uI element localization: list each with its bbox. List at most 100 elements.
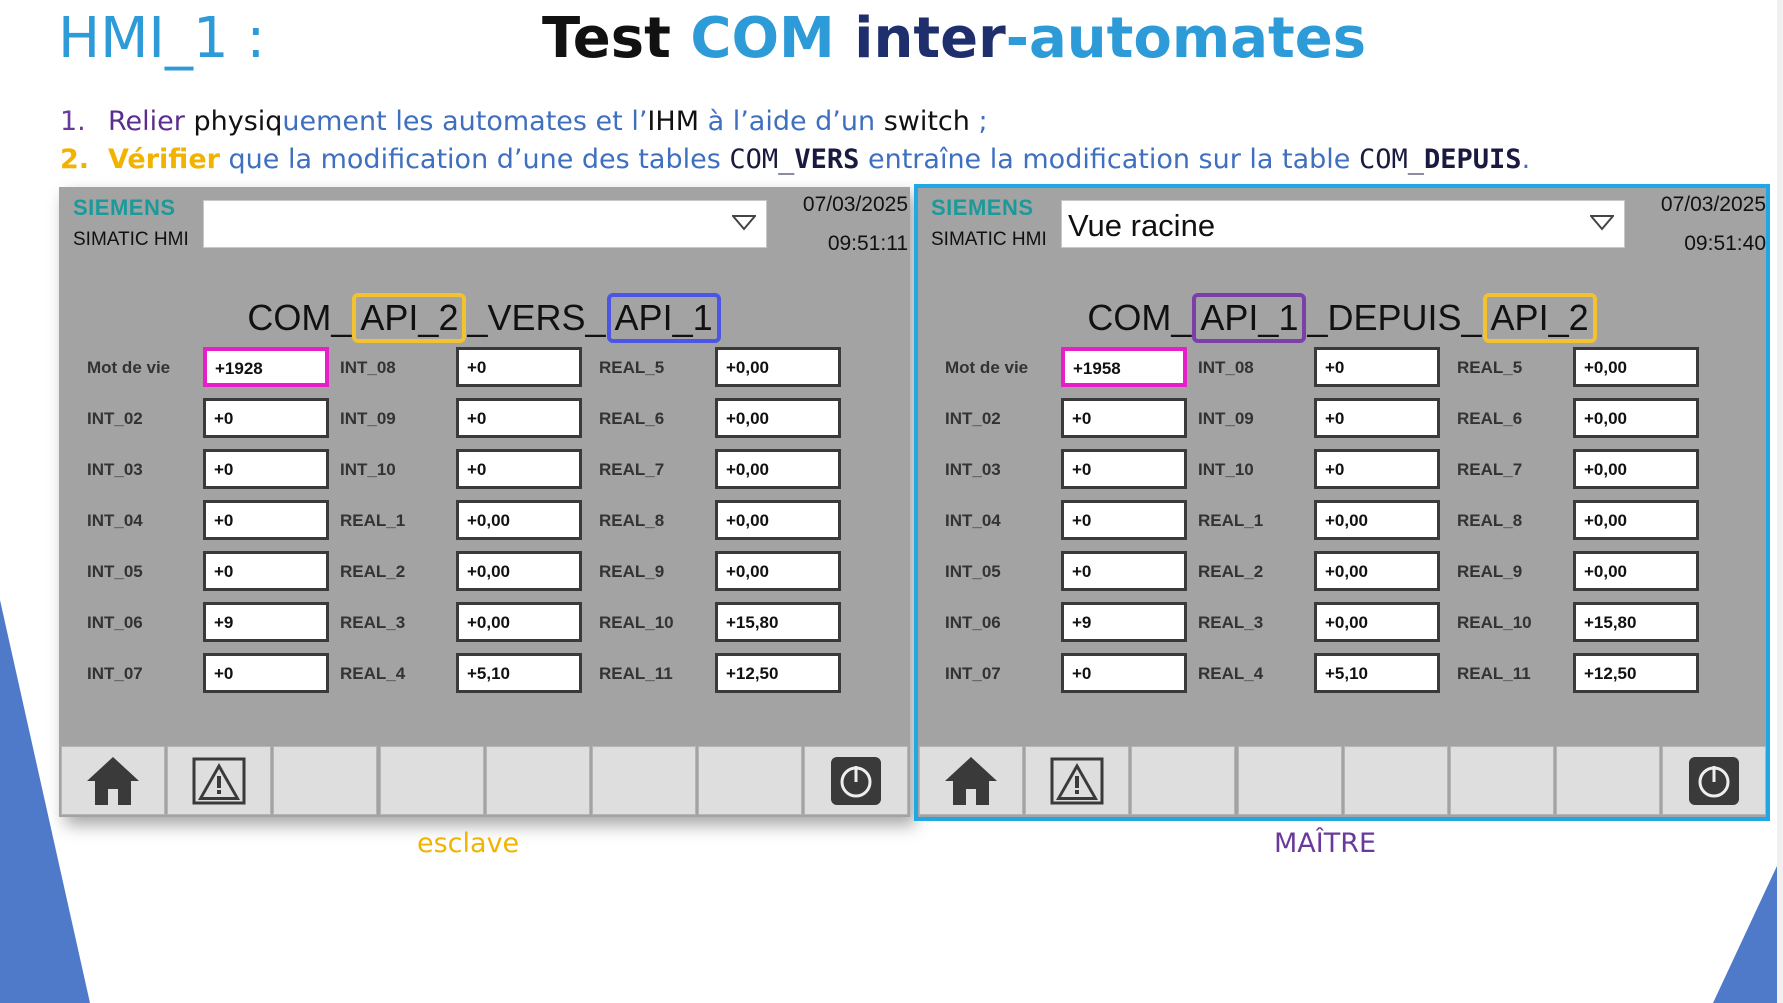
- io-field[interactable]: +0,00: [1314, 602, 1440, 642]
- chevron-down-icon: [732, 215, 756, 231]
- life-word-field[interactable]: +1928: [203, 347, 329, 387]
- io-field[interactable]: +0,00: [456, 551, 582, 591]
- function-key-empty[interactable]: [273, 746, 378, 815]
- io-field[interactable]: +0: [203, 653, 329, 693]
- title-part-com: COM: [690, 6, 835, 71]
- io-field[interactable]: +0: [1061, 500, 1187, 540]
- field-label: INT_03: [945, 460, 1001, 479]
- step-text: .: [1521, 144, 1531, 175]
- step-text: uement les automates et l’: [282, 106, 648, 137]
- io-field[interactable]: +0: [456, 449, 582, 489]
- step-text: COM_: [1359, 144, 1425, 175]
- io-field[interactable]: +0,00: [1573, 500, 1699, 540]
- screen-title: COM_API_1_DEPUIS_API_2: [917, 293, 1768, 343]
- alarm-warning-button[interactable]: [167, 746, 272, 815]
- field-label: REAL_5: [1457, 358, 1523, 377]
- power-button[interactable]: [804, 746, 909, 815]
- io-field[interactable]: +0: [203, 398, 329, 438]
- field-label: INT_08: [1198, 358, 1254, 377]
- title-part-test: Test: [542, 6, 691, 71]
- field-label: INT_06: [87, 613, 143, 632]
- io-field[interactable]: +15,80: [715, 602, 841, 642]
- field-label: INT_05: [945, 562, 1001, 581]
- function-key-empty[interactable]: [1556, 746, 1661, 815]
- io-field[interactable]: +0: [456, 347, 582, 387]
- io-field[interactable]: +0: [1061, 398, 1187, 438]
- io-field[interactable]: +0: [1061, 653, 1187, 693]
- io-field[interactable]: +0: [1314, 449, 1440, 489]
- field-label: REAL_9: [599, 562, 665, 581]
- io-field[interactable]: +0,00: [456, 602, 582, 642]
- io-field[interactable]: +9: [1061, 602, 1187, 642]
- step-text: switch: [883, 106, 970, 137]
- io-field[interactable]: +0: [1314, 347, 1440, 387]
- step-2: 2.Vérifier que la modification d’une des…: [60, 144, 1530, 182]
- step-text: DEPUIS: [1424, 144, 1522, 175]
- step-text: que la modification d’une des tables: [219, 144, 730, 175]
- io-field[interactable]: +0,00: [715, 500, 841, 540]
- io-field[interactable]: +0,00: [1573, 551, 1699, 591]
- io-field[interactable]: +5,10: [1314, 653, 1440, 693]
- alarm-warning-icon: [1050, 757, 1104, 804]
- function-key-bar: [59, 744, 910, 817]
- field-label: INT_04: [87, 511, 143, 530]
- io-field[interactable]: +9: [203, 602, 329, 642]
- io-field[interactable]: +0,00: [456, 500, 582, 540]
- life-word-field[interactable]: +1958: [1061, 347, 1187, 387]
- io-field[interactable]: +0,00: [715, 551, 841, 591]
- io-field[interactable]: +0: [203, 500, 329, 540]
- field-label: REAL_11: [599, 664, 673, 683]
- function-key-empty[interactable]: [1343, 746, 1448, 815]
- io-field[interactable]: +0: [203, 551, 329, 591]
- function-key-empty[interactable]: [1237, 746, 1342, 815]
- io-field[interactable]: +0,00: [715, 347, 841, 387]
- io-field[interactable]: +0: [203, 449, 329, 489]
- power-button[interactable]: [1662, 746, 1767, 815]
- hmi-label: HMI_1 :: [58, 6, 266, 71]
- field-label: REAL_2: [1198, 562, 1264, 581]
- io-field[interactable]: +0,00: [1314, 500, 1440, 540]
- home-button[interactable]: [61, 746, 165, 815]
- siemens-logo: SIEMENS: [931, 195, 1034, 220]
- io-field[interactable]: +0,00: [1314, 551, 1440, 591]
- home-button[interactable]: [919, 746, 1023, 815]
- chevron-down-icon: [1590, 215, 1614, 231]
- step-text: IHM: [647, 106, 699, 137]
- screen-select-dropdown[interactable]: Vue racine: [1061, 200, 1625, 248]
- home-icon: [945, 756, 997, 805]
- io-field[interactable]: +0,00: [1573, 449, 1699, 489]
- io-field[interactable]: +0: [1061, 449, 1187, 489]
- title-target-api: API_2: [1482, 293, 1597, 343]
- io-field[interactable]: +5,10: [456, 653, 582, 693]
- function-key-empty[interactable]: [592, 746, 696, 815]
- io-field[interactable]: +0: [456, 398, 582, 438]
- io-field[interactable]: +12,50: [715, 653, 841, 693]
- screen-title: COM_API_2_VERS_API_1: [59, 293, 910, 343]
- io-field[interactable]: +0: [1061, 551, 1187, 591]
- field-label: REAL_8: [1457, 511, 1523, 530]
- step-text: Vérifier: [108, 144, 220, 175]
- io-field[interactable]: +0,00: [715, 398, 841, 438]
- io-field[interactable]: +0,00: [1573, 347, 1699, 387]
- instruction-list: 1.Relier physiquement les automates et l…: [60, 106, 1530, 182]
- io-field[interactable]: +15,80: [1573, 602, 1699, 642]
- field-label: REAL_7: [1457, 460, 1523, 479]
- slave-caption: esclave: [417, 828, 520, 859]
- function-key-empty[interactable]: [1450, 746, 1554, 815]
- title-part-inter: inter: [834, 6, 1006, 71]
- function-key-empty[interactable]: [379, 746, 484, 815]
- master-caption: MAÎTRE: [1274, 828, 1377, 859]
- io-field[interactable]: +12,50: [1573, 653, 1699, 693]
- field-label: REAL_4: [1198, 664, 1264, 683]
- alarm-warning-button[interactable]: [1025, 746, 1130, 815]
- function-key-empty[interactable]: [698, 746, 803, 815]
- screen-select-dropdown[interactable]: [203, 200, 767, 248]
- io-field[interactable]: +0,00: [1573, 398, 1699, 438]
- io-field[interactable]: +0: [1314, 398, 1440, 438]
- function-key-empty[interactable]: [1131, 746, 1236, 815]
- function-key-empty[interactable]: [485, 746, 590, 815]
- hmi-panel-master: SIEMENS SIMATIC HMI Vue racine 07/03/202…: [917, 187, 1768, 817]
- io-field[interactable]: +0,00: [715, 449, 841, 489]
- field-label: Mot de vie: [87, 358, 171, 377]
- field-label: REAL_6: [1457, 409, 1523, 428]
